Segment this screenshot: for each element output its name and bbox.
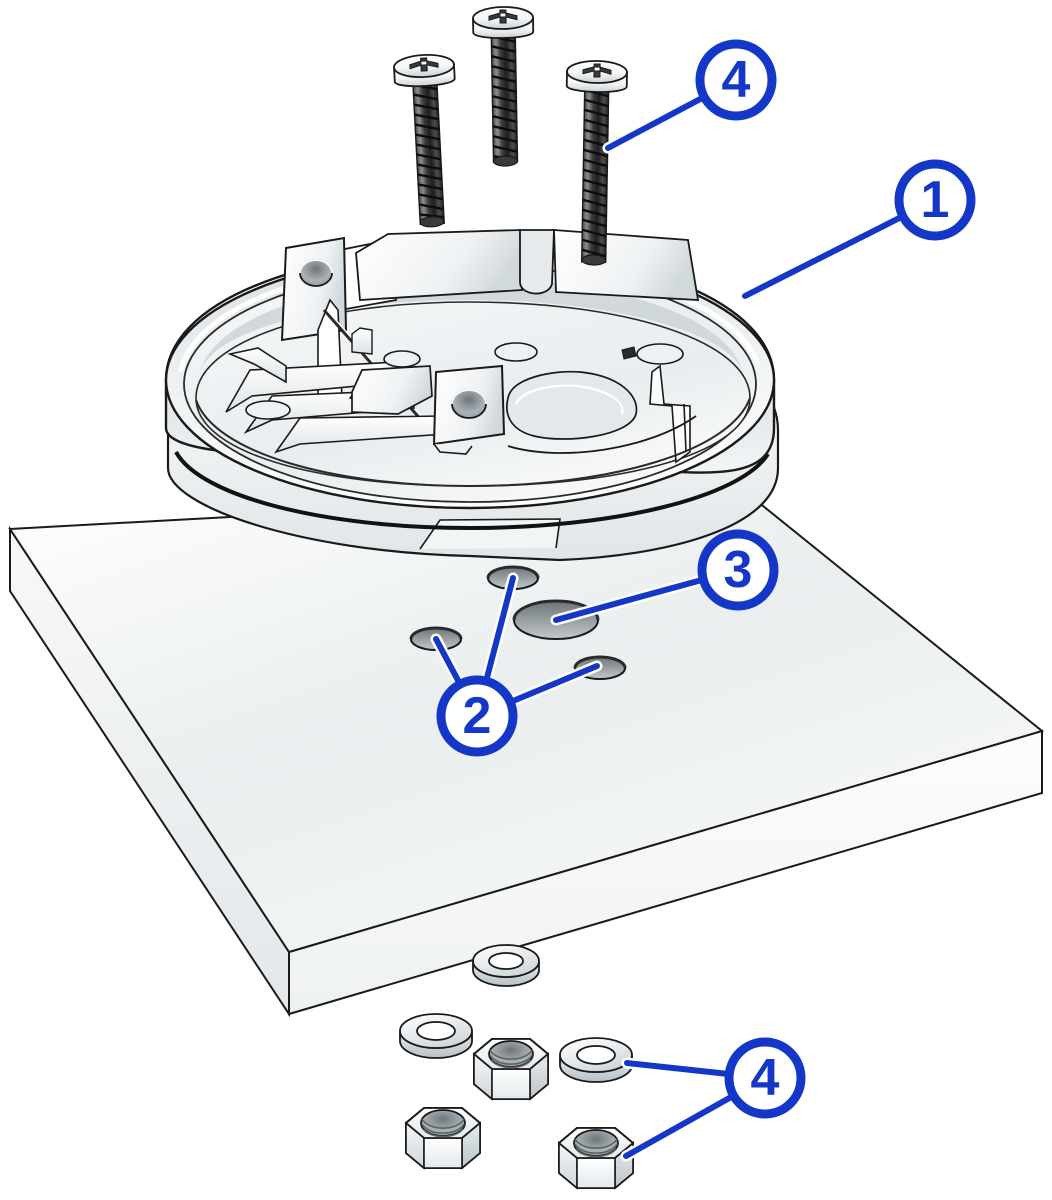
hex-nut-front-facet xyxy=(423,1137,463,1169)
bracket-back-notch xyxy=(519,229,555,295)
callout-4-bottom[interactable]: 4 xyxy=(724,1037,806,1119)
screw-threads xyxy=(581,88,609,258)
callout-2[interactable]: 2 xyxy=(436,675,518,757)
leader-line xyxy=(510,663,600,704)
screw xyxy=(393,54,456,228)
bracket-right-fin xyxy=(649,364,691,464)
bracket-inner-contour xyxy=(507,415,697,454)
hex-nut-front-facet xyxy=(576,1157,616,1189)
hex-nut-bore xyxy=(420,1109,466,1137)
mounting-surface-plate xyxy=(8,487,1045,1018)
hex-nut xyxy=(404,1107,482,1170)
hex-nut-bore xyxy=(488,1040,534,1068)
callout-3[interactable]: 3 xyxy=(697,529,779,611)
bracket-large-pocket-highlight xyxy=(514,384,624,415)
callout-number: 4 xyxy=(722,51,751,109)
screw-tip xyxy=(492,155,519,167)
callout-number: 1 xyxy=(921,171,950,229)
callout-number: 3 xyxy=(724,541,753,599)
callout-number: 4 xyxy=(751,1049,780,1107)
bracket-center-boss xyxy=(351,365,433,415)
screws-group xyxy=(393,6,628,266)
screw-threads xyxy=(491,35,518,161)
bracket-back-panel-main xyxy=(355,229,523,301)
bracket-floor-hole xyxy=(494,342,538,362)
mounting-holes-group xyxy=(409,565,627,680)
callout-circle[interactable] xyxy=(695,39,777,121)
mount-bracket xyxy=(164,229,780,562)
leader-line xyxy=(553,577,704,623)
screw xyxy=(472,6,535,167)
screw xyxy=(565,60,628,266)
hex-nut xyxy=(557,1127,635,1190)
fasteners-group xyxy=(399,944,635,1190)
callout-circle[interactable] xyxy=(894,159,976,241)
hex-nut-bore xyxy=(573,1129,619,1157)
washer-bore xyxy=(488,952,524,970)
bracket-parting-line xyxy=(174,451,770,531)
bracket-center-tab-foot xyxy=(433,443,473,455)
hex-nut-internal-threads xyxy=(574,1138,618,1158)
washer xyxy=(472,944,540,987)
callout-number: 2 xyxy=(463,687,492,745)
bracket-rib xyxy=(227,347,287,384)
bracket-center-tab xyxy=(432,364,506,455)
bracket-front-inner-edge xyxy=(195,397,751,488)
hex-nut xyxy=(472,1038,550,1101)
bracket-clip-detail xyxy=(621,346,637,360)
callout-4-top[interactable]: 4 xyxy=(695,39,777,121)
bracket-large-pocket xyxy=(506,370,638,440)
leader-line xyxy=(433,636,462,685)
callout-1[interactable]: 1 xyxy=(894,159,976,241)
screw-tip xyxy=(419,216,445,228)
bracket-floor-hole xyxy=(383,350,421,368)
leader-line xyxy=(483,575,516,682)
leader-line xyxy=(742,214,904,299)
washer-bore xyxy=(576,1045,616,1065)
washer xyxy=(559,1037,633,1083)
leader-line xyxy=(623,1094,734,1159)
hex-nut-internal-threads xyxy=(421,1118,465,1138)
hex-nut-internal-threads xyxy=(489,1049,533,1069)
callout-badges: 1 4 3 2 4 xyxy=(436,39,976,1119)
bracket-back-panel-right xyxy=(553,229,700,301)
washer xyxy=(399,1013,473,1059)
callout-circle[interactable] xyxy=(436,675,518,757)
bracket-rib xyxy=(351,327,373,355)
callout-leader-lines xyxy=(430,92,906,1162)
phillips-cross-icon xyxy=(488,9,518,24)
leader-line xyxy=(624,1060,730,1077)
screw-tip xyxy=(581,254,607,266)
callout-circle[interactable] xyxy=(697,529,779,611)
washer-bore xyxy=(416,1021,456,1041)
leader-line xyxy=(605,95,705,151)
hex-nut-front-facet xyxy=(491,1068,531,1100)
bracket-floor-hole xyxy=(636,343,684,365)
bracket-floor-hole xyxy=(245,400,291,420)
bracket-flange-notch xyxy=(419,518,561,550)
phillips-cross-icon xyxy=(409,57,439,72)
phillips-cross-icon xyxy=(582,63,612,78)
callout-circle[interactable] xyxy=(724,1037,806,1119)
